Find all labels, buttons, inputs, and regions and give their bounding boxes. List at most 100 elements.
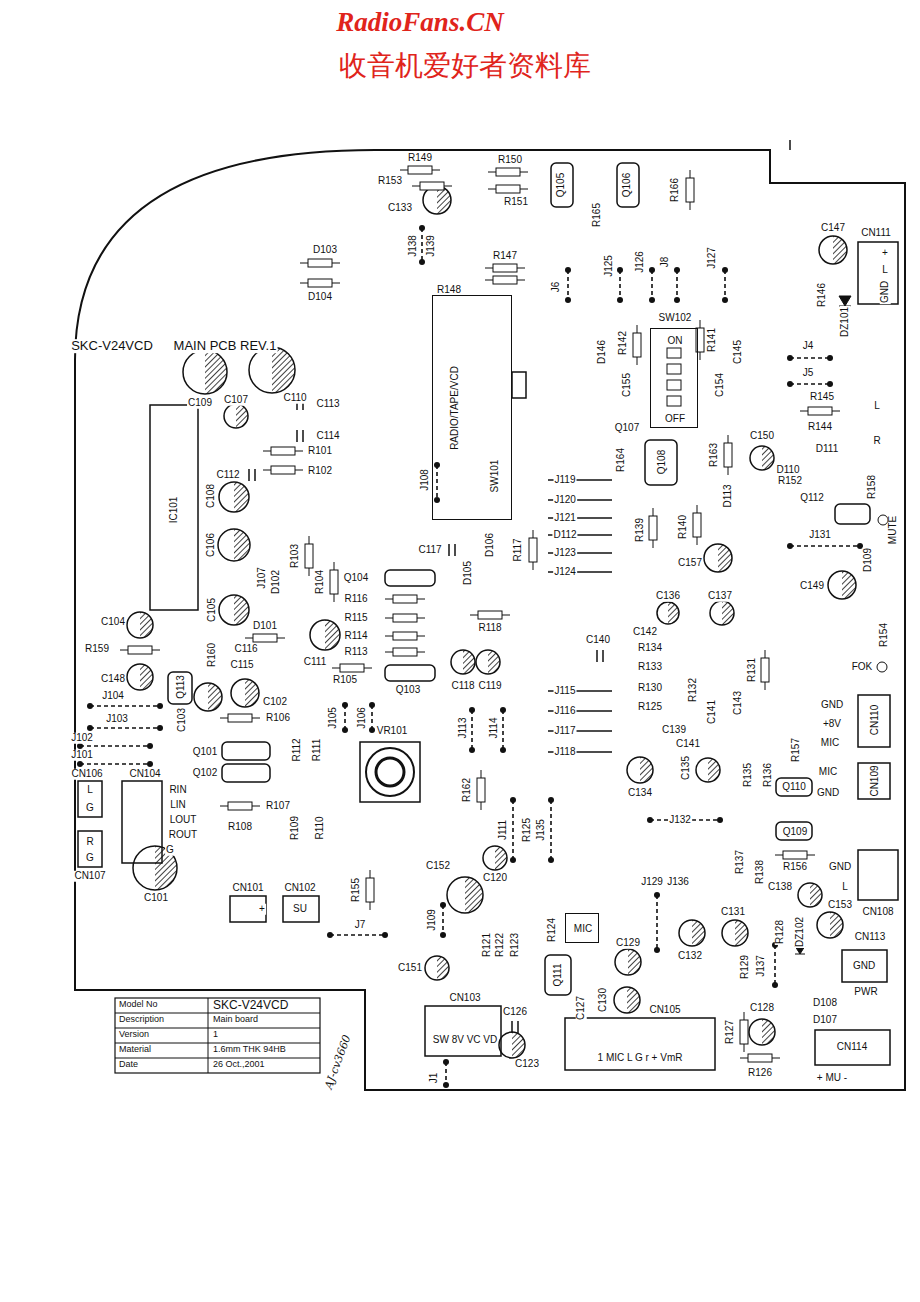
table-cell: Description — [118, 1015, 165, 1024]
part-label: D109 — [863, 547, 874, 573]
part-label: Q113 — [176, 674, 187, 700]
part-label: Q109 — [782, 827, 808, 838]
part-label: J124 — [553, 567, 577, 578]
pin-label: MIC — [820, 738, 840, 749]
jumper-wire — [440, 902, 446, 938]
microphone-box: MIC — [565, 913, 599, 943]
ceramic-capacitor-symbol — [449, 544, 455, 556]
part-label: C109 — [187, 398, 213, 409]
pin-label: G — [165, 845, 175, 856]
resistor-symbol — [300, 279, 340, 287]
capacitor-symbol — [310, 620, 340, 650]
part-label: R133 — [637, 662, 663, 673]
part-label: R162 — [462, 777, 473, 803]
resistor-symbol — [412, 182, 452, 190]
pin-label: MAIN PCB REV.1 — [173, 339, 278, 353]
part-label: D112 — [552, 530, 577, 541]
part-label: J127 — [707, 246, 718, 270]
part-label: Q108 — [657, 449, 668, 475]
jumper-wire — [617, 267, 623, 303]
resistor-symbol — [385, 632, 425, 640]
part-label: CN111 — [860, 228, 892, 239]
transistor-outline — [617, 163, 639, 207]
part-label: C105 — [207, 597, 218, 623]
resistor-symbol — [488, 168, 528, 176]
part-label: J114 — [489, 717, 500, 740]
part-label: C151 — [397, 963, 423, 974]
jumper-wire — [369, 702, 375, 733]
capacitor-symbol — [614, 987, 640, 1013]
table-cell: Main board — [212, 1015, 259, 1024]
resistor-symbol — [800, 407, 840, 415]
part-label: R108 — [227, 822, 253, 833]
part-label: Q104 — [343, 573, 369, 584]
part-label: R138 — [755, 859, 766, 885]
part-label: CN105 — [648, 1005, 681, 1016]
part-label: Q107 — [614, 423, 640, 434]
table-cell: SKC-V24VCD — [212, 999, 289, 1012]
pin-label: R — [872, 436, 881, 447]
part-label: R128 — [775, 919, 786, 945]
resistor-symbol — [485, 276, 525, 284]
part-label: CN103 — [448, 993, 481, 1004]
part-label: C148 — [100, 674, 126, 685]
part-label: C136 — [655, 591, 681, 602]
part-label: R154 — [879, 622, 890, 648]
part-label: CN104 — [128, 769, 161, 780]
table-rule — [115, 1028, 320, 1029]
connector-outline — [78, 831, 102, 867]
part-label: C137 — [707, 591, 733, 602]
part-label: CN106 — [70, 769, 103, 780]
capacitor-symbol — [798, 883, 822, 907]
capacitor-symbol — [627, 757, 653, 783]
capacitor-symbol — [750, 446, 774, 470]
part-label: R107 — [265, 801, 291, 812]
part-label: J125 — [604, 254, 615, 278]
connector-outline — [230, 896, 266, 922]
capacitor-symbol — [447, 877, 483, 913]
part-label: J126 — [635, 250, 646, 274]
part-label: D106 — [485, 532, 496, 558]
part-label: C117 — [417, 545, 442, 556]
transistor-outline — [645, 440, 677, 485]
part-label: J109 — [427, 908, 438, 932]
part-label: J7 — [354, 920, 367, 931]
part-label: C157 — [677, 558, 703, 569]
part-label: C153 — [827, 900, 853, 911]
part-label: C142 — [632, 627, 658, 638]
transistor-outline — [545, 955, 571, 995]
table-cell: 26 Oct.,2001 — [212, 1060, 266, 1069]
part-label: Q103 — [395, 685, 421, 696]
part-label: R158 — [867, 474, 878, 500]
part-label: R130 — [637, 683, 663, 694]
potentiometer-symbol — [366, 748, 414, 796]
part-label: J102 — [70, 733, 94, 744]
jumper-wire — [649, 267, 655, 303]
resistor-symbol — [633, 325, 641, 365]
part-label: R124 — [547, 917, 558, 943]
pin-label: + — [258, 904, 266, 915]
connector-outline — [150, 405, 198, 610]
part-label: R140 — [678, 514, 689, 540]
part-label: D102 — [271, 569, 282, 595]
connector-outline — [565, 1018, 715, 1070]
pin-label: LIN — [169, 800, 187, 811]
part-label: J5 — [802, 368, 815, 379]
resistor-symbol — [220, 802, 260, 810]
capacitor-symbol — [476, 650, 500, 674]
part-label: R122 — [495, 932, 506, 958]
jumper-wire — [342, 702, 348, 733]
part-label: R147 — [492, 251, 518, 262]
capacitor-symbol — [127, 612, 153, 638]
pin-label: + — [881, 248, 889, 259]
potentiometer-symbol — [376, 758, 404, 786]
part-label: J116 — [554, 706, 577, 717]
part-label: C106 — [206, 532, 217, 558]
jumper-wire — [548, 797, 554, 863]
resistor-symbol — [470, 611, 510, 619]
part-label: C149 — [799, 581, 825, 592]
part-label: R150 — [497, 155, 523, 166]
jumper-wire — [674, 267, 680, 303]
watermark: 收音机爱好者资料库 — [338, 51, 592, 80]
part-label: J123 — [553, 548, 577, 559]
